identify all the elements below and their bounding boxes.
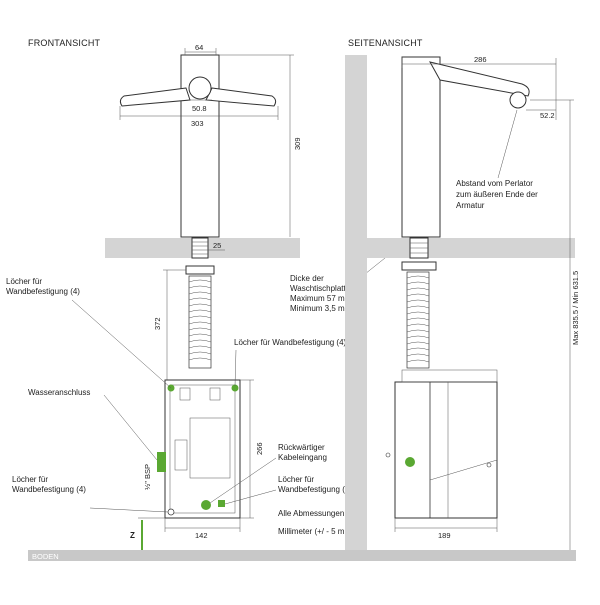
dim-front-box-height: 266 bbox=[255, 442, 264, 455]
label-holes-left-bottom-1: Löcher für bbox=[12, 475, 48, 484]
front-hole-top-right bbox=[231, 384, 239, 392]
dim-front-tap-width: 303 bbox=[191, 119, 204, 128]
side-control-box bbox=[394, 381, 498, 519]
label-holes-left-top-2: Wandbefestigung (4) bbox=[6, 287, 80, 296]
side-nut bbox=[401, 261, 437, 271]
front-hose-ribs bbox=[188, 279, 212, 361]
label-all-dims-1: Alle Abmessungen in bbox=[278, 509, 353, 518]
front-cable-entry bbox=[201, 500, 211, 510]
label-rear-cable-2: Kabeleingang bbox=[278, 453, 327, 462]
dim-front-tap-inner: 50.8 bbox=[192, 104, 207, 113]
front-hole-bottom-left bbox=[167, 508, 175, 516]
side-view-title: SEITENANSICHT bbox=[348, 38, 423, 48]
front-tap-arm-right bbox=[205, 87, 277, 107]
front-control-box-inner bbox=[169, 384, 236, 514]
label-holes-left-top-1: Löcher für bbox=[6, 277, 42, 286]
label-counter-1: Dicke der bbox=[290, 274, 324, 283]
label-rear-cable-1: Rückwärtiger bbox=[278, 443, 325, 452]
front-tap-arm-left bbox=[119, 87, 191, 107]
front-hole-bottom-right bbox=[218, 500, 225, 507]
front-water-inlet bbox=[157, 452, 166, 472]
label-holes-right-bottom-2: Wandbefestigung (4) bbox=[278, 485, 352, 494]
dim-side-tap-length: 286 bbox=[474, 55, 487, 64]
label-all-dims-2: Millimeter (+/ - 5 mm) bbox=[278, 527, 354, 536]
label-water-inlet: Wasseranschluss bbox=[28, 388, 90, 397]
side-hose-ribs bbox=[406, 275, 430, 363]
dim-side-total-height: Max 835.5 / Min 631.5 bbox=[571, 271, 580, 345]
dim-front-floor-gap: Z bbox=[130, 531, 135, 540]
floor-band bbox=[28, 550, 576, 561]
dim-side-outlet-dia: 52.2 bbox=[540, 111, 555, 120]
label-aerator-1: Abstand vom Perlator bbox=[456, 179, 533, 188]
front-nut bbox=[185, 265, 215, 275]
dim-front-hose-length: 372 bbox=[153, 317, 162, 330]
side-tap-column bbox=[401, 56, 441, 238]
dim-bsp: ½" BSP bbox=[143, 464, 152, 490]
label-counter-2: Waschtischplatte: bbox=[290, 284, 352, 293]
label-holes-right-bottom-1: Löcher für bbox=[278, 475, 314, 484]
side-view: 286 52.2 189 Max 835.5 / Min bbox=[345, 55, 580, 550]
front-valve bbox=[174, 439, 188, 471]
front-threaded-stem bbox=[191, 237, 209, 259]
front-control-box bbox=[164, 379, 241, 519]
dim-front-box-width: 142 bbox=[195, 531, 208, 540]
label-counter-4: Minimum 3,5 mm bbox=[290, 304, 352, 313]
side-flex-hose bbox=[406, 271, 430, 369]
dim-front-pipe: 25 bbox=[213, 241, 221, 250]
label-holes-right-top: Löcher für Wandbefestigung (4) bbox=[234, 338, 347, 347]
label-aerator-3: Armatur bbox=[456, 201, 485, 210]
side-wall bbox=[345, 55, 367, 550]
dim-front-top-width: 64 bbox=[195, 43, 203, 52]
front-tap-column bbox=[180, 54, 220, 238]
label-holes-left-bottom-2: Wandbefestigung (4) bbox=[12, 485, 86, 494]
side-cable-entry bbox=[405, 457, 415, 467]
label-counter-3: Maximum 57 mm bbox=[290, 294, 352, 303]
side-aerator bbox=[509, 91, 527, 109]
front-control-module bbox=[189, 417, 231, 479]
side-countertop bbox=[345, 238, 575, 258]
front-tap-hub bbox=[188, 76, 212, 100]
dim-front-height: 309 bbox=[293, 137, 302, 150]
front-view-title: FRONTANSICHT bbox=[28, 38, 101, 48]
front-view: 64 50.8 303 309 25 372 bbox=[71, 43, 302, 556]
dim-side-box-width: 189 bbox=[438, 531, 451, 540]
side-tap-spout bbox=[429, 61, 530, 97]
label-aerator-2: zum äußeren Ende der bbox=[456, 190, 538, 199]
floor-label: BODEN bbox=[32, 552, 59, 561]
